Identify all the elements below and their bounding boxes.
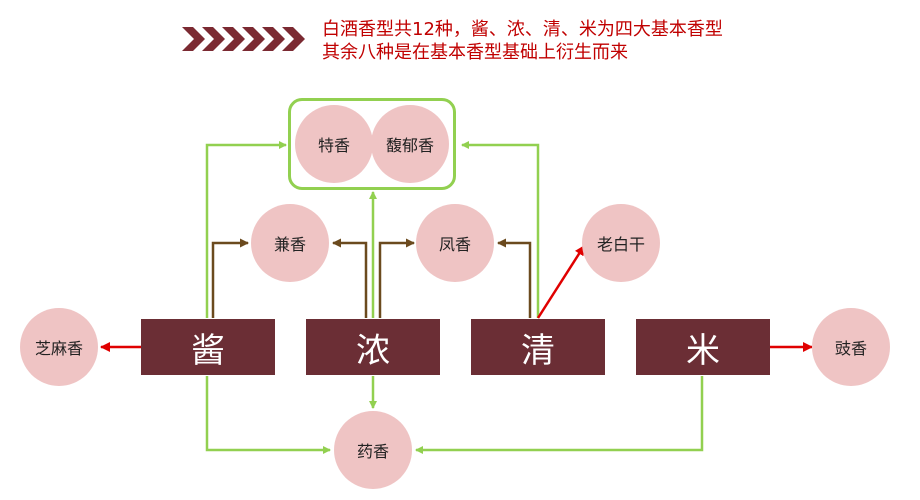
circle-zhima: 芝麻香 (20, 308, 98, 386)
line-jiang-to-group (205, 141, 287, 318)
circle-chi: 豉香 (812, 308, 890, 386)
circle-te: 特香 (295, 105, 373, 183)
line-qing-to-laobaigan (536, 245, 586, 319)
page-title: 白酒香型共12种，酱、浓、清、米为四大基本香型 其余八种是在基本香型基础上衍生而… (322, 18, 723, 64)
circle-laobaigan: 老白干 (582, 204, 660, 282)
base-box-jiang: 酱 (141, 319, 275, 375)
title-line-1: 白酒香型共12种，酱、浓、清、米为四大基本香型 (322, 19, 723, 40)
circle-yao: 药香 (334, 411, 412, 489)
line-mi-to-yao (415, 376, 704, 454)
circle-fuyu: 馥郁香 (371, 105, 449, 183)
title-line-2: 其余八种是在基本香型基础上衍生而来 (322, 42, 628, 63)
chevron-arrows-icon (182, 27, 305, 51)
line-qing-to-feng (497, 238, 532, 318)
base-box-qing: 清 (471, 319, 605, 375)
line-qing-to-group (461, 141, 540, 318)
base-box-mi: 米 (636, 319, 770, 375)
base-box-nong: 浓 (306, 319, 440, 375)
circle-feng: 凤香 (416, 204, 494, 282)
line-nong-to-jian (332, 238, 368, 318)
line-jiang-to-yao (205, 376, 331, 454)
te-fuyu-group-frame (288, 98, 456, 190)
circle-jian: 兼香 (251, 204, 329, 282)
line-nong-to-feng (378, 238, 415, 318)
line-jiang-to-jian (211, 238, 249, 318)
